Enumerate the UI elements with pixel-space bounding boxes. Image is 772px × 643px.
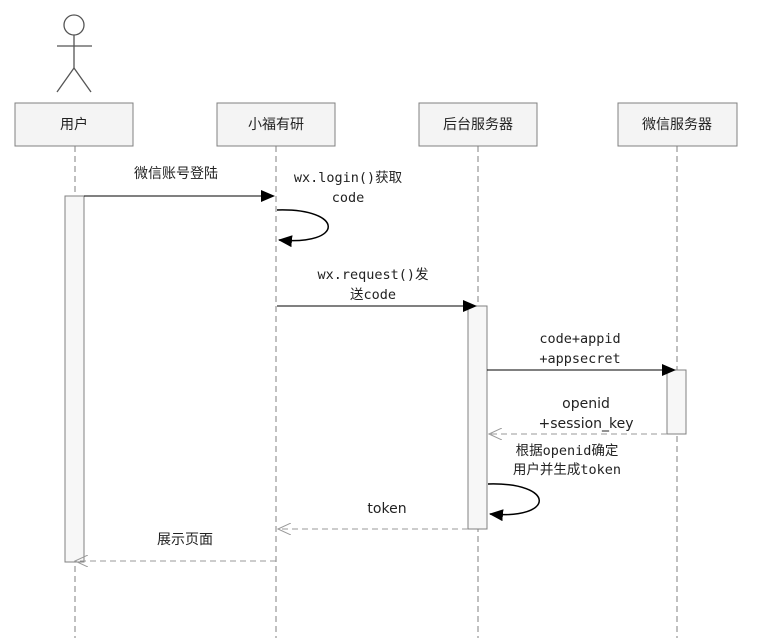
message-show-page: 展示页面 bbox=[75, 532, 276, 561]
message-label: token bbox=[367, 501, 406, 517]
message-wx-login: wx.login()获取 code bbox=[276, 170, 403, 248]
activation-wechat bbox=[666, 369, 687, 435]
message-wx-request: wx.request()发 送code bbox=[277, 267, 477, 312]
message-label: code bbox=[332, 190, 365, 206]
participant-user: 用户 bbox=[14, 102, 134, 147]
participant-label: 小福有研 bbox=[248, 117, 304, 133]
activation-user bbox=[64, 195, 85, 563]
message-code-appid: code+appid +appsecret bbox=[487, 331, 676, 376]
message-label: code+appid bbox=[539, 331, 620, 347]
participant-miniapp: 小福有研 bbox=[216, 102, 336, 147]
message-gen-token: 根据openid确定 用户并生成token bbox=[487, 443, 621, 522]
participant-label: 用户 bbox=[60, 116, 88, 133]
message-token-return: token bbox=[278, 501, 468, 529]
participant-label: 后台服务器 bbox=[443, 117, 513, 133]
participant-wechat: 微信服务器 bbox=[617, 102, 738, 147]
message-label: +appsecret bbox=[539, 351, 620, 367]
activation-backend bbox=[467, 305, 488, 530]
message-label: wx.login()获取 bbox=[294, 170, 403, 186]
message-label: openid bbox=[562, 396, 610, 412]
participant-backend: 后台服务器 bbox=[418, 102, 538, 147]
message-wechat-login: 微信账号登陆 bbox=[84, 166, 275, 202]
message-label: +session_key bbox=[538, 416, 633, 432]
message-label: 根据openid确定 bbox=[516, 443, 619, 459]
message-label: wx.request()发 bbox=[317, 267, 429, 283]
message-label: 送code bbox=[350, 287, 396, 303]
message-label: 展示页面 bbox=[157, 532, 213, 548]
message-label: 用户并生成token bbox=[513, 461, 621, 478]
message-label: 微信账号登陆 bbox=[134, 166, 218, 182]
actor-icon bbox=[56, 14, 92, 93]
participant-label: 微信服务器 bbox=[642, 117, 712, 133]
message-openid-return: openid +session_key bbox=[489, 396, 667, 434]
